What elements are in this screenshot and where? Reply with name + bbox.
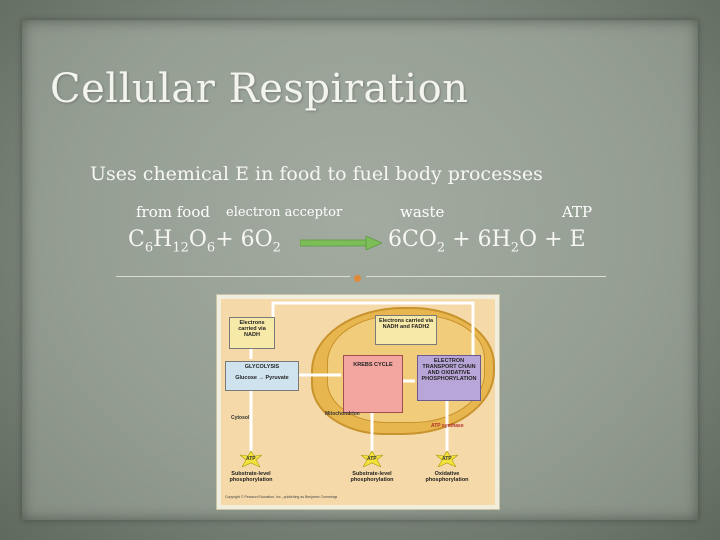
divider-dot: [354, 275, 361, 282]
divider-left: [116, 276, 350, 277]
glycolysis-box: GLYCOLYSIS Glucose → Pyruvate: [225, 361, 299, 391]
eq-sub: 6: [144, 240, 154, 256]
label-atp: ATP: [562, 203, 593, 221]
eq-sub: 12: [172, 240, 189, 256]
eq-h: H: [153, 227, 173, 252]
eq-sub: 2: [272, 240, 281, 256]
atp-synthase-label: ATP synthase: [431, 423, 464, 429]
eq-co2: 6CO: [388, 227, 437, 252]
krebs-cycle-box: KREBS CYCLE: [343, 355, 403, 413]
etc-box: ELECTRON TRANSPORT CHAIN AND OXIDATIVE P…: [417, 355, 481, 401]
atp-burst-icon: [436, 451, 458, 467]
respiration-diagram: Electrons carried via NADH Electrons car…: [216, 294, 500, 510]
label-waste: waste: [400, 203, 445, 221]
slide-title: Cellular Respiration: [50, 66, 469, 112]
mitochondrion-label: Mitochondrion: [325, 411, 360, 417]
label-from-food: from food: [136, 203, 210, 221]
atp-label: ATP: [246, 456, 256, 462]
caption-substrate-level-2: Substrate-level phosphorylation: [350, 471, 394, 483]
reaction-arrow-icon: [300, 236, 382, 250]
label-electron-acceptor: electron acceptor: [226, 205, 343, 220]
equation-products: 6CO2 + 6H2O + E: [388, 227, 586, 255]
equation-reactants: C6H12O6+ 6O2: [128, 227, 281, 255]
glucose-label: Glucose: [235, 375, 257, 381]
atp-burst-icon: [240, 451, 262, 467]
eq-o-e: O + E: [519, 227, 586, 252]
eq-o: O: [188, 227, 207, 252]
eq-plus-o2: + 6O: [215, 227, 273, 252]
figure-copyright: Copyright © Pearson Education, Inc., pub…: [225, 495, 338, 499]
caption-substrate-level-1: Substrate-level phosphorylation: [229, 471, 273, 483]
eq-sub: 6: [206, 240, 216, 256]
nadh-fadh2-box: Electrons carried via NADH and FADH2: [375, 315, 437, 345]
slide-subtitle: Uses chemical E in food to fuel body pro…: [90, 163, 543, 185]
atp-label: ATP: [442, 456, 452, 462]
atp-label: ATP: [367, 456, 377, 462]
eq-c: C: [128, 227, 145, 252]
glycolysis-title: GLYCOLYSIS: [244, 364, 280, 370]
divider-right: [366, 276, 606, 277]
eq-sub: 2: [510, 240, 520, 256]
cytosol-label: Cytosol: [231, 415, 250, 421]
pyruvate-label: Pyruvate: [265, 375, 289, 381]
atp-burst-icon: [361, 451, 383, 467]
nadh-box: Electrons carried via NADH: [229, 317, 275, 349]
caption-oxidative: Oxidative phosphorylation: [425, 471, 469, 483]
eq-h2o: + 6H: [445, 227, 511, 252]
eq-sub: 2: [436, 240, 446, 256]
